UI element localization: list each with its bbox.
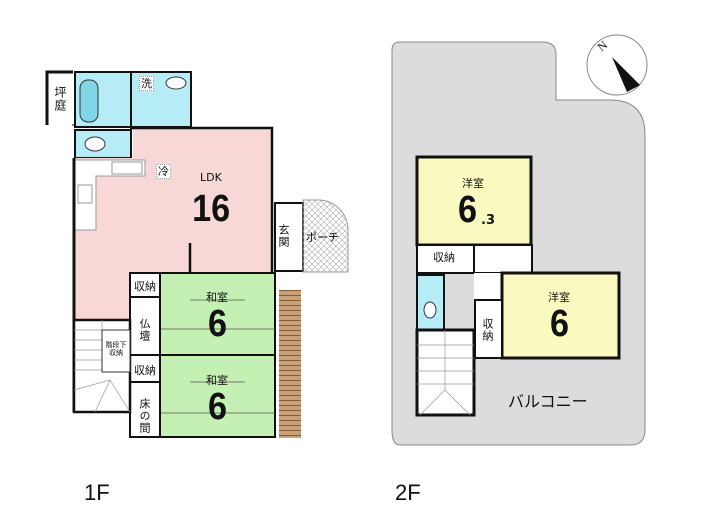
washitsu-upper-label: 和室 xyxy=(206,291,228,304)
closet-label-2f-hall: 収納 xyxy=(433,251,455,264)
ldk-size: 16 xyxy=(192,188,231,230)
washitsu-upper-size: 6 xyxy=(208,303,228,345)
tokonoma-label: 床の間 xyxy=(138,398,151,434)
washitsu-lower-label: 和室 xyxy=(206,374,228,387)
washroom-label: 洗 xyxy=(139,76,154,91)
butsudan-label: 仏壇 xyxy=(138,318,151,342)
tsuboniwa-label: 坪庭 xyxy=(53,86,67,112)
floor-1f-label: 1F xyxy=(84,480,110,505)
youshitsu-right-label: 洋室 xyxy=(548,291,570,304)
youshitsu-upper-size-decimal: .3 xyxy=(481,213,495,228)
washitsu-lower-size: 6 xyxy=(208,386,228,428)
ldk-label: LDK xyxy=(200,171,222,184)
balcony-label: バルコニー xyxy=(508,392,588,411)
under-stairs-storage-label: 階段下収納 xyxy=(105,341,127,357)
youshitsu-right-size: 6 xyxy=(550,303,570,345)
first-floor-plan xyxy=(45,70,349,438)
youshitsu-upper-label: 洋室 xyxy=(462,177,484,190)
youshitsu-upper-size: 6 xyxy=(458,189,478,231)
porch-label: ポーチ xyxy=(306,231,339,244)
refrigerator-label: 冷 xyxy=(156,164,171,179)
genkan-label: 玄関 xyxy=(277,224,290,248)
second-floor-plan xyxy=(391,34,648,446)
closet-label-upper: 収納 xyxy=(134,280,156,293)
closet-label-2f-vertical: 収納 xyxy=(481,318,494,342)
floor-2f-label: 2F xyxy=(395,480,421,505)
closet-label-lower: 収納 xyxy=(134,364,156,377)
